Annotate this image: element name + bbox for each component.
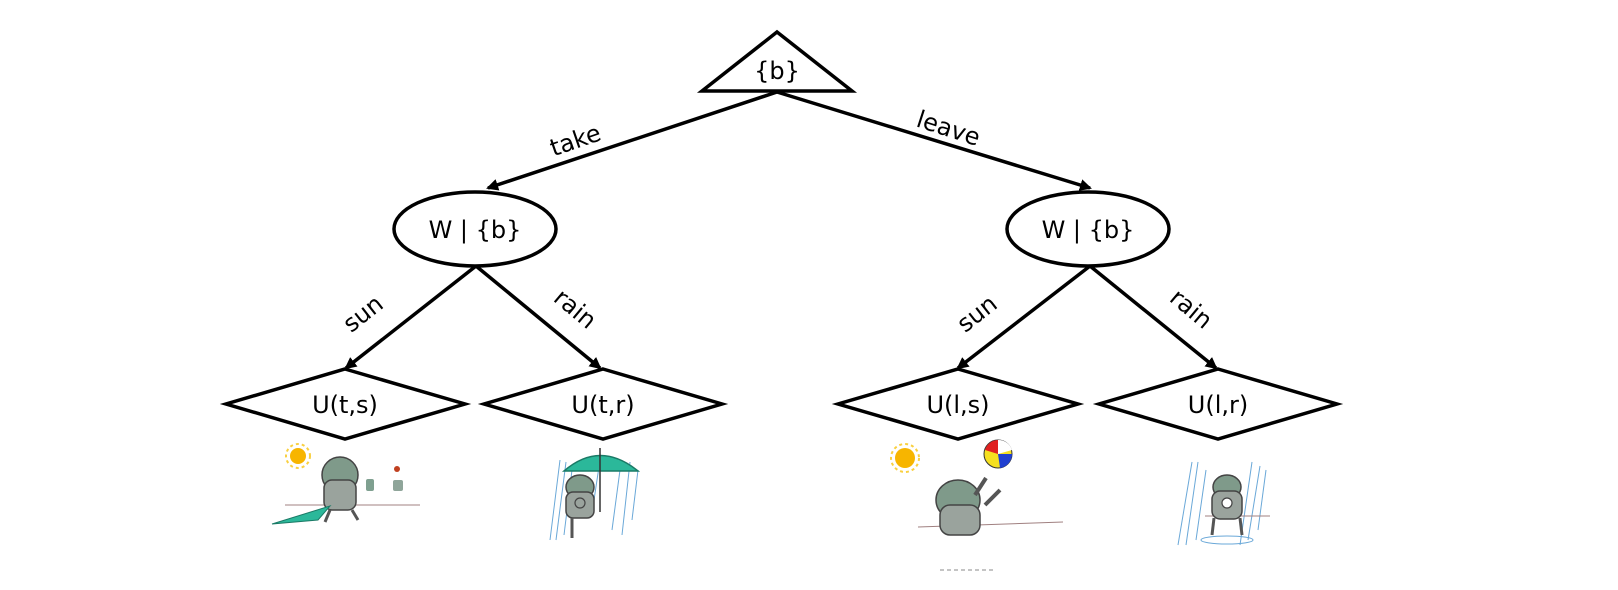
robot-icon <box>321 456 360 523</box>
illustration-leave-sun <box>890 439 1064 571</box>
utility-node-leave-rain: U(l,r) <box>1092 367 1344 441</box>
beach-ball-icon <box>983 439 1013 469</box>
root-label: {b} <box>754 57 800 85</box>
robot-icon <box>935 476 1002 536</box>
root-max-node: {b} <box>696 29 858 93</box>
utility-label-take-sun: U(t,s) <box>312 391 378 419</box>
utility-label-leave-sun: U(l,s) <box>926 391 989 419</box>
edge-take-rain <box>474 264 602 370</box>
sun-icon <box>285 443 311 469</box>
sun-icon <box>890 443 920 473</box>
edge-leave-rain <box>1088 264 1218 370</box>
rain-icon <box>1177 461 1267 546</box>
illustration-take-sun <box>271 443 420 525</box>
robot-icon <box>1210 474 1244 536</box>
edge-label-leave-rain: rain <box>1164 283 1218 334</box>
edge-leave <box>776 90 1092 191</box>
open-umbrella-icon <box>561 454 641 472</box>
edge-label-take: take <box>546 119 604 162</box>
chance-node-take-label: W | {b} <box>429 216 522 244</box>
edge-label-take-rain: rain <box>548 283 602 334</box>
edge-take-sun <box>344 264 478 370</box>
illustration-take-rain <box>549 448 641 541</box>
utility-node-take-rain: U(t,r) <box>477 367 729 441</box>
edge-label-take-sun: sun <box>338 289 389 337</box>
edge-leave-sun <box>956 264 1092 370</box>
illustration-leave-rain <box>1177 461 1270 546</box>
edge-take <box>486 90 778 191</box>
chance-node-leave: W | {b} <box>1005 190 1171 268</box>
edge-label-leave-sun: sun <box>952 289 1003 337</box>
chance-node-leave-label: W | {b} <box>1042 216 1135 244</box>
chance-node-take: W | {b} <box>392 190 558 268</box>
utility-label-take-rain: U(t,r) <box>571 391 634 419</box>
closed-umbrella-icon <box>271 505 332 525</box>
utility-node-leave-sun: U(l,s) <box>831 367 1085 441</box>
robot-icon <box>565 474 595 538</box>
small-robots-icon <box>366 466 403 491</box>
utility-label-leave-rain: U(l,r) <box>1188 391 1248 419</box>
utility-node-take-sun: U(t,s) <box>219 367 472 441</box>
puddle-icon <box>1200 535 1254 545</box>
